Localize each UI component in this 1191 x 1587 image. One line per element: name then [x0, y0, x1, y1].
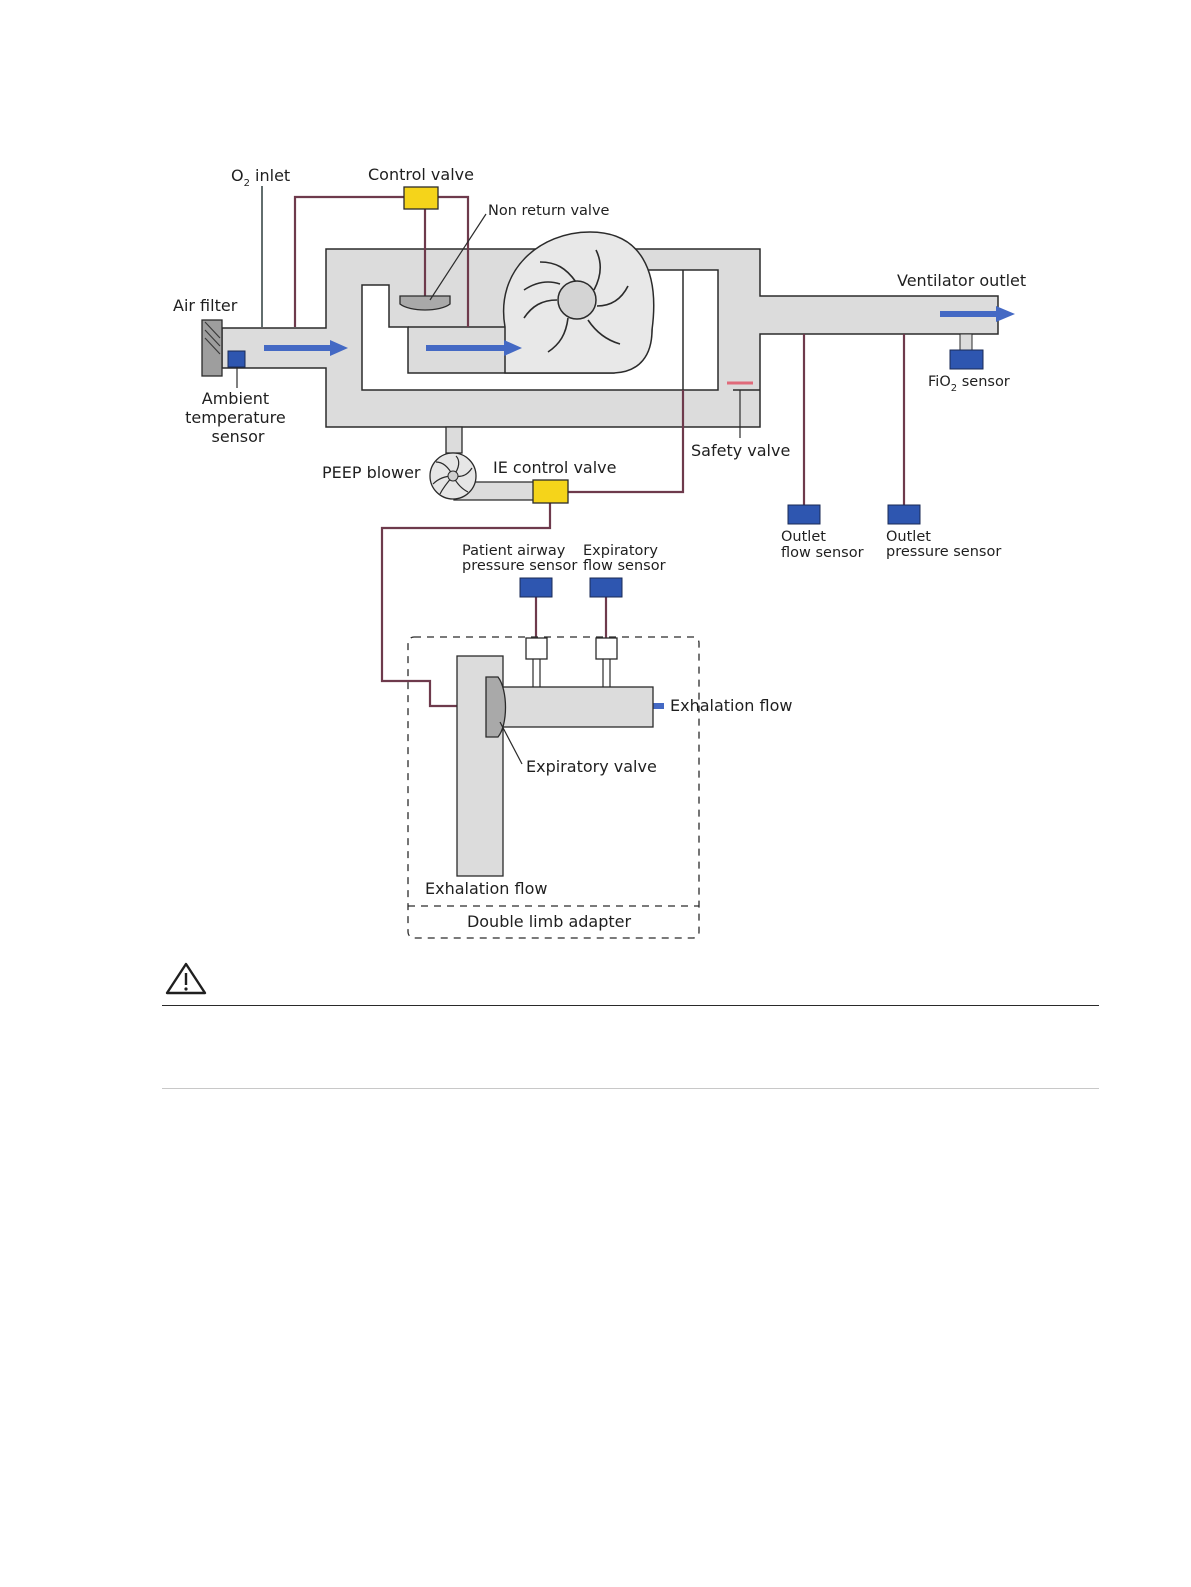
patient-airway-pressure-sensor — [519, 577, 553, 598]
label-non-return-valve: Non return valve — [488, 203, 610, 219]
label-expiratory-flow-sensor: Expiratory flow sensor — [583, 543, 666, 574]
port-stems — [532, 659, 611, 687]
fio2-sensor-connector — [959, 333, 973, 351]
non-return-valve-leader — [429, 213, 487, 301]
ie-to-expiratory-line — [380, 503, 552, 708]
outlet-pressure-sensor — [887, 504, 921, 525]
expiratory-flow-sensor — [589, 577, 623, 598]
label-peep-blower: PEEP blower — [322, 463, 421, 482]
ie-valve-safety-line — [568, 390, 685, 494]
flow-arrow-outlet — [940, 306, 1015, 322]
control-valve — [403, 186, 439, 210]
signal-lines — [293, 195, 906, 708]
peep-blower-hub — [447, 470, 459, 482]
label-outlet-flow-sensor: Outlet flow sensor — [781, 529, 864, 561]
label-ie-control-valve: IE control valve — [493, 458, 617, 477]
blower-impeller — [523, 249, 629, 353]
warning-rule-bottom — [162, 1088, 1099, 1089]
label-o2-inlet: O2 inlet — [231, 166, 290, 189]
air-filter — [201, 319, 223, 377]
ie-control-valve — [532, 479, 569, 504]
air-filter-hatch — [204, 321, 221, 355]
blower-hub — [557, 280, 597, 320]
pressure-port — [525, 637, 548, 660]
peep-blower-stem — [445, 426, 463, 454]
label-ambient-temperature-sensor: Ambient temperature sensor — [185, 389, 291, 446]
ambient-temperature-sensor — [227, 350, 246, 368]
label-exhalation-flow-right: Exhalation flow — [670, 696, 792, 715]
warning-triangle-icon — [165, 962, 207, 995]
outlet-flow-sensor — [787, 504, 821, 525]
flow-arrow-blower — [426, 340, 522, 356]
label-control-valve: Control valve — [368, 165, 474, 184]
o2-control-line — [293, 195, 404, 327]
label-ventilator-outlet: Ventilator outlet — [897, 271, 1026, 290]
adapter-dashed-frame — [407, 636, 700, 939]
label-air-filter: Air filter — [173, 296, 238, 315]
flow-arrow-inlet — [264, 340, 348, 356]
label-double-limb-adapter: Double limb adapter — [467, 912, 632, 931]
non-return-valve — [399, 295, 451, 311]
warning-rule-top — [162, 1005, 1099, 1006]
label-exhalation-flow-bottom: Exhalation flow — [425, 879, 547, 898]
fio2-sensor — [949, 349, 984, 370]
exhalation-horizontal-tube — [502, 686, 654, 728]
flow-port — [595, 637, 618, 660]
label-fio2-sensor: FiO2 sensor — [928, 374, 1010, 394]
control-valve-right-line — [438, 195, 470, 327]
label-outlet-pressure-sensor: Outlet pressure sensor — [886, 529, 1001, 560]
label-expiratory-valve: Expiratory valve — [526, 757, 657, 776]
main-blower — [502, 231, 655, 374]
label-safety-valve: Safety valve — [691, 441, 790, 460]
label-patient-airway-pressure-sensor: Patient airway pressure sensor — [462, 543, 577, 574]
double-limb-adapter — [407, 636, 700, 939]
peep-blower-assembly — [429, 426, 569, 504]
expiratory-valve-leader — [499, 721, 523, 765]
